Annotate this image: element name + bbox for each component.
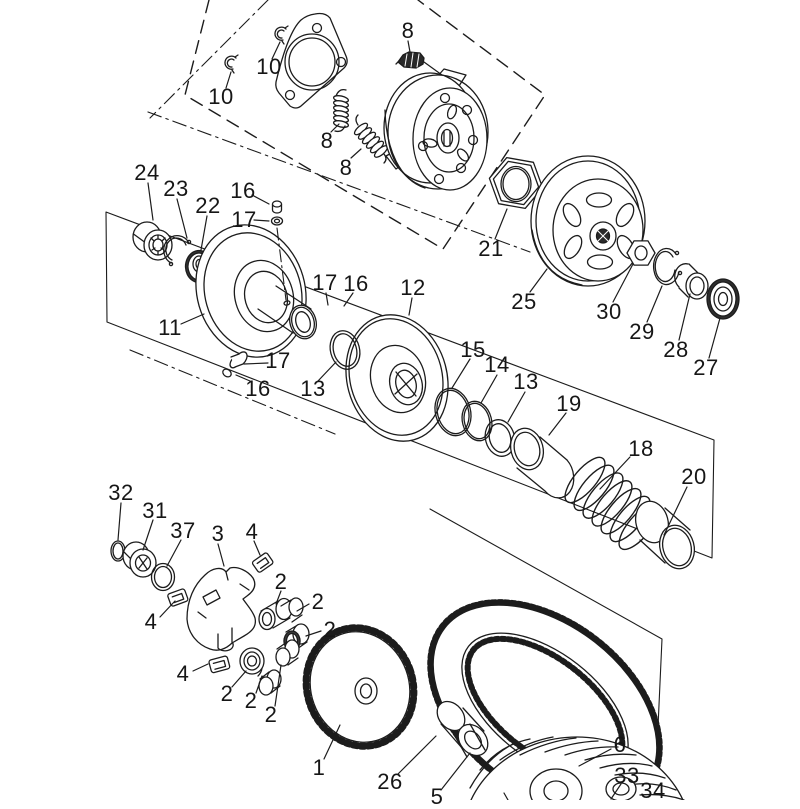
clutch-carrier-drawing xyxy=(383,68,489,191)
part-label-2: 2 xyxy=(264,702,278,727)
weight-roller-drawing xyxy=(283,623,310,652)
spacer-bushing-drawing xyxy=(122,541,157,578)
part-label-32: 32 xyxy=(108,480,134,505)
part-label-6: 6 xyxy=(613,732,627,757)
pin-cap-drawing xyxy=(270,200,284,226)
clutch-pin-drawing xyxy=(395,51,425,69)
part-label-28: 28 xyxy=(663,337,689,362)
clutch-spring-drawing xyxy=(353,114,389,164)
part-label-4: 4 xyxy=(176,661,190,686)
weight-roller-drawing xyxy=(258,597,293,631)
part-label-8: 8 xyxy=(339,155,353,180)
driven-sliding-sheave-drawing xyxy=(195,224,317,358)
clutch-housing-drawing xyxy=(530,155,646,287)
slider-guide-drawing xyxy=(208,655,231,674)
primary-sheave-drawing xyxy=(302,624,418,750)
part-label-12: 12 xyxy=(400,275,426,300)
ball-bearing-drawing xyxy=(706,278,740,320)
weight-roller-drawing xyxy=(239,647,265,677)
lock-nut-drawing xyxy=(488,156,544,210)
part-label-13: 13 xyxy=(300,376,326,401)
part-label-10: 10 xyxy=(208,84,234,109)
part-label-24: 24 xyxy=(134,160,160,185)
e-clip-drawing xyxy=(224,54,239,74)
leader-lines xyxy=(117,40,721,800)
axis-lines xyxy=(129,0,531,435)
circlip-drawing xyxy=(163,235,192,267)
part-label-17: 17 xyxy=(265,348,291,373)
circlip-drawing xyxy=(653,247,683,286)
carrier-plate-drawing xyxy=(275,12,348,109)
spacer-sleeve-drawing xyxy=(436,700,489,758)
slider-guide-drawing xyxy=(167,588,189,607)
mid-section-frame xyxy=(105,211,715,559)
part-label-18: 18 xyxy=(628,436,654,461)
belt-section-frame xyxy=(429,508,663,728)
washer-drawing xyxy=(150,562,176,592)
part-label-34: 34 xyxy=(640,778,666,803)
part-label-4: 4 xyxy=(245,519,259,544)
part-label-16: 16 xyxy=(245,376,271,401)
part-label-15: 15 xyxy=(460,337,486,362)
e-clip-drawing xyxy=(274,25,289,45)
part-label-17: 17 xyxy=(312,270,338,295)
part-label-21: 21 xyxy=(478,236,504,261)
driven-fixed-sheave-drawing xyxy=(345,314,449,442)
part-label-37: 37 xyxy=(170,518,196,543)
plate-bolt-hole xyxy=(311,22,323,34)
slider-guide-drawing xyxy=(251,552,274,573)
part-label-22: 22 xyxy=(195,193,221,218)
part-label-19: 19 xyxy=(556,391,582,416)
part-label-10: 10 xyxy=(256,54,282,79)
part-label-1: 1 xyxy=(312,755,326,780)
part-label-13: 13 xyxy=(513,369,539,394)
needle-bearing-drawing xyxy=(132,221,173,261)
part-label-8: 8 xyxy=(320,128,334,153)
part-label-33: 33 xyxy=(614,763,640,788)
part-label-17: 17 xyxy=(231,207,257,232)
part-label-2: 2 xyxy=(323,617,337,642)
part-label-30: 30 xyxy=(596,299,622,324)
part-label-14: 14 xyxy=(484,352,510,377)
plate-bolt-hole xyxy=(335,56,347,68)
small-nut-drawing xyxy=(626,240,656,266)
weight-roller-drawing xyxy=(275,639,300,667)
hub-axis-line xyxy=(276,227,287,301)
spring-seat-collar-drawing xyxy=(509,427,575,499)
dashed-subassembly-box xyxy=(184,0,546,250)
part-label-23: 23 xyxy=(163,176,189,201)
part-label-29: 29 xyxy=(629,319,655,344)
part-label-2: 2 xyxy=(244,688,258,713)
part-label-16: 16 xyxy=(230,178,256,203)
cam-plate-drawing xyxy=(186,566,257,652)
plate-bolt-hole xyxy=(284,89,296,101)
section-frames xyxy=(105,0,715,728)
o-ring-drawing xyxy=(329,330,361,370)
part-label-3: 3 xyxy=(211,521,225,546)
part-label-26: 26 xyxy=(377,769,403,794)
part-label-2: 2 xyxy=(220,681,234,706)
part-label-27: 27 xyxy=(693,355,719,380)
spacer-collar-drawing xyxy=(674,263,709,300)
part-label-31: 31 xyxy=(142,498,168,523)
part-label-11: 11 xyxy=(158,315,182,340)
part-label-5: 5 xyxy=(430,784,444,809)
part-label-20: 20 xyxy=(681,464,707,489)
guide-pin-drawing xyxy=(222,351,248,378)
part-label-8: 8 xyxy=(401,18,415,43)
part-label-16: 16 xyxy=(343,271,369,296)
clutch-spring-drawing xyxy=(332,88,350,133)
spring-seat-sleeve-drawing xyxy=(634,500,696,570)
part-label-2: 2 xyxy=(274,569,288,594)
part-label-25: 25 xyxy=(511,289,537,314)
shim-ring-drawing xyxy=(461,400,493,442)
part-label-2: 2 xyxy=(311,589,325,614)
part-label-4: 4 xyxy=(144,609,158,634)
seat-ring-drawing xyxy=(434,387,472,437)
